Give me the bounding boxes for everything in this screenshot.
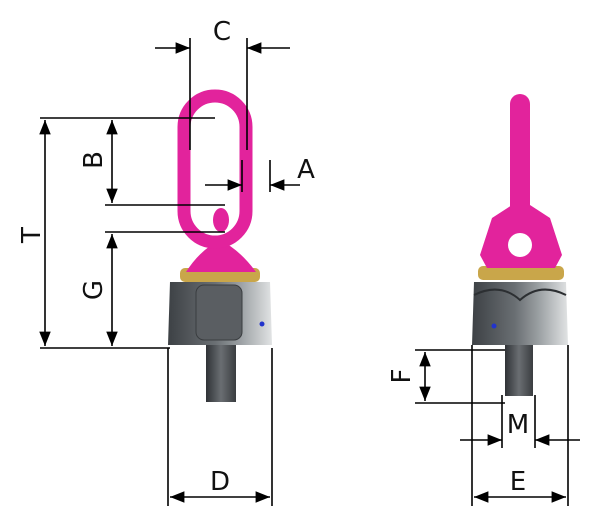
link-side — [510, 94, 530, 244]
ear-hole — [508, 233, 532, 257]
label-b: B — [79, 151, 109, 169]
eye-bolt-side-view — [472, 94, 568, 396]
dimension-lines-left — [39, 38, 300, 506]
label-m: M — [507, 410, 529, 440]
bolt-thread — [206, 340, 236, 402]
swivel-top — [186, 240, 256, 272]
label-t: T — [17, 227, 47, 244]
dimension-lines-right — [415, 345, 580, 506]
hex-body-side — [472, 282, 568, 345]
indicator-dot — [259, 321, 265, 327]
ring-link — [177, 89, 253, 249]
gold-band-side — [478, 266, 564, 280]
label-a: A — [297, 155, 315, 185]
label-e: E — [510, 467, 526, 497]
label-d: D — [210, 467, 230, 497]
hex-edge — [473, 288, 567, 302]
indicator-dot-side — [491, 323, 497, 329]
label-c: C — [213, 17, 231, 47]
bolt-thread-side — [505, 340, 533, 396]
eye-bolt-front-view — [168, 89, 272, 402]
label-f: F — [387, 369, 417, 384]
ring-pin — [213, 208, 229, 232]
body-face — [195, 284, 243, 341]
label-g: G — [79, 280, 109, 300]
